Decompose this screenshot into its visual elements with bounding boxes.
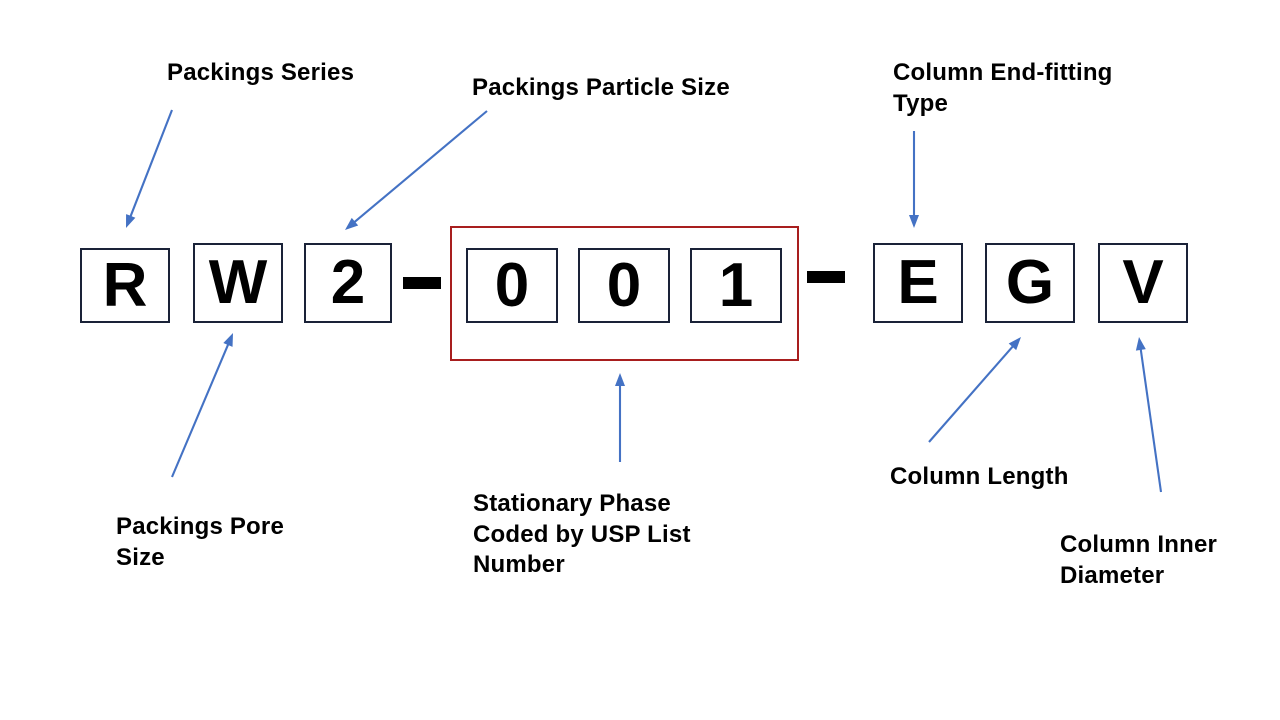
code-box-9: V [1098, 243, 1188, 323]
code-box-char: G [1005, 248, 1055, 317]
code-box-8: G [985, 243, 1075, 323]
arrow-head-icon [1135, 337, 1146, 351]
code-box-char: E [897, 248, 939, 317]
callout-label-column-length: Column Length [890, 463, 1069, 490]
arrow-packings-particle-size [345, 110, 488, 230]
arrow-head-icon [345, 217, 359, 230]
code-box-char: 0 [494, 250, 530, 320]
arrow-head-icon [909, 215, 919, 228]
hyphen-1-separator-icon [403, 277, 441, 289]
code-box-3: 2 [304, 243, 392, 323]
code-box-7: E [873, 243, 963, 323]
arrow-head-icon [223, 333, 233, 347]
callout-label-packings-series: Packings Series [167, 59, 355, 86]
arrow-shaft [128, 109, 173, 220]
code-box-char: 0 [606, 250, 642, 320]
callout-label-stationary-phase-usp-list-number: Stationary Phase Coded by USP List Numbe… [473, 490, 691, 579]
arrow-column-length [928, 337, 1021, 443]
callout-label-column-inner-diameter: Column Inner Diameter [1060, 531, 1218, 589]
code-box-6: 1 [690, 248, 782, 323]
group-outline-rect [450, 226, 799, 361]
code-box-5: 0 [578, 248, 670, 323]
callout-label-column-end-fitting-type: Column End-fitting Type [893, 59, 1113, 117]
callout-label-packings-particle-size: Packings Particle Size [472, 74, 730, 101]
code-box-1: R [80, 248, 170, 323]
code-box-char: V [1122, 248, 1164, 317]
code-box-4: 0 [466, 248, 558, 323]
hyphen-2-separator-icon [807, 271, 845, 283]
arrow-packings-pore-size [171, 333, 233, 478]
arrow-head-icon [126, 214, 136, 228]
code-box-2: W [193, 243, 283, 323]
code-box-char: 2 [330, 248, 366, 317]
arrow-shaft [928, 343, 1016, 443]
arrow-packings-series [126, 109, 173, 228]
arrow-shaft [351, 110, 488, 225]
arrow-stationary-phase [615, 373, 625, 462]
code-box-char: W [208, 248, 268, 317]
arrow-shaft [171, 341, 231, 478]
arrow-head-icon [1008, 337, 1021, 351]
callout-label-packings-pore-size: Packings Pore Size [116, 513, 285, 571]
code-box-char: R [102, 250, 148, 320]
arrow-head-icon [615, 373, 625, 386]
arrow-column-end-fitting-type [909, 131, 919, 228]
code-box-char: 1 [718, 250, 754, 320]
